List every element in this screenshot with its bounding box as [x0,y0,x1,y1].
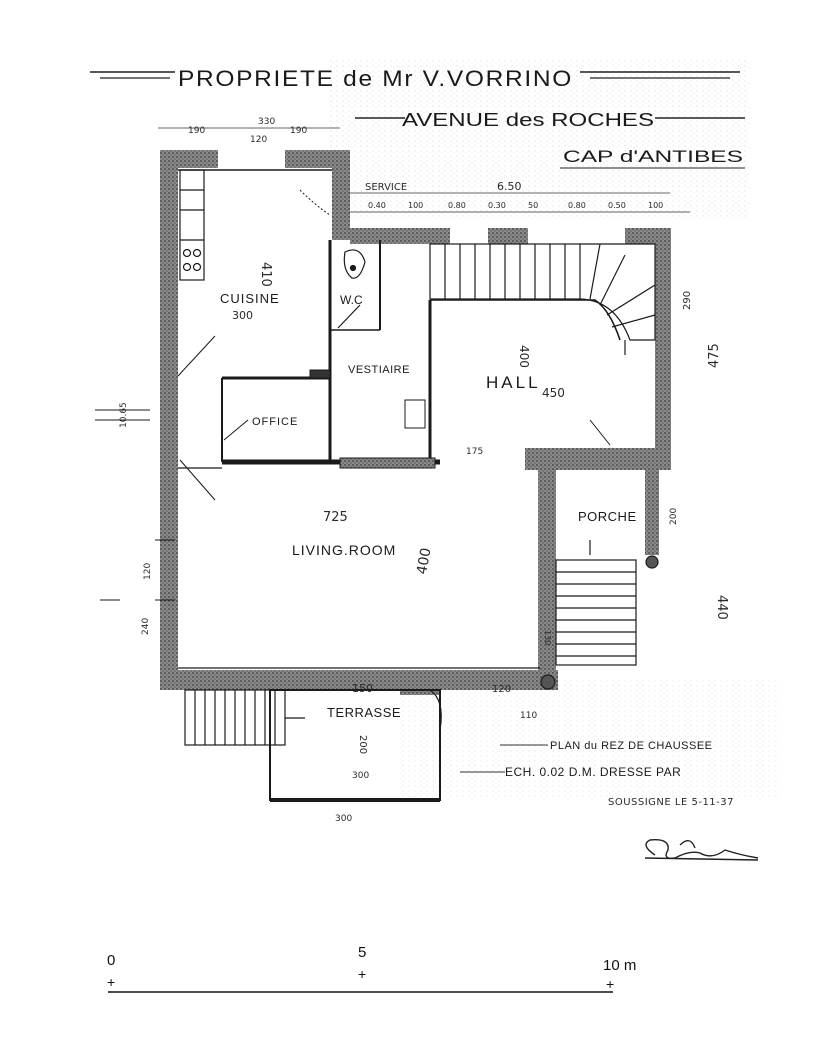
dim-bottom-110: 110 [520,711,537,721]
dim-porche-200: 200 [669,508,679,525]
kitchen-fixtures [179,169,205,281]
scale-label-0: 0 [107,952,115,969]
wc-fixture [337,249,366,329]
window-run-dim: 0.50 [608,201,626,210]
window-run-dim: 0.80 [448,201,466,210]
dim-bottom-150: 150 [352,682,373,695]
dim-porche-440: 440 [714,595,729,620]
street-text: AVENUE des ROCHES [402,110,654,130]
caption-line-3: SOUSSIGNE LE 5-11-37 [608,797,734,808]
dim-left-240: 240 [141,618,151,635]
dim-service-650: 6.50 [497,180,522,193]
window-run-dim: 0.40 [368,201,386,210]
room-living: LIVING.ROOM [292,542,396,558]
dim-living-400: 400 [414,547,434,576]
hall-fixtures [309,369,611,469]
room-office: OFFICE [252,416,298,428]
kitchen-door [177,189,331,377]
room-porche: PORCHE [578,509,637,524]
window-run-dims: 0.40 100 0.80 0.30 50 0.80 0.50 100 [368,201,663,210]
scale-bar: 0 + 5 + 10 m + [107,944,636,993]
town-text: CAP d'ANTIBES [563,147,743,166]
title-text: PROPRIETE de Mr V.VORRINO [178,66,573,91]
caption-line-2: ECH. 0.02 D.M. DRESSE PAR [505,765,681,779]
room-hall: HALL [486,373,541,392]
dim-terrasse-300a: 300 [352,771,369,781]
caption: PLAN du REZ DE CHAUSSEE ECH. 0.02 D.M. D… [460,740,734,808]
window-run-dim: 100 [648,201,663,210]
scale-tick-10: + [606,976,614,992]
top-dimensions: 190 330 190 120 SERVICE 6.50 0.40 100 0.80… [158,117,690,213]
dim-hall-450: 450 [542,386,565,400]
scale-tick-0: + [107,974,115,990]
porch-stairs [540,540,659,690]
terrace-stairs [184,689,442,802]
dim-stair-130: 130 [543,630,552,645]
caption-line-1: PLAN du REZ DE CHAUSSEE [550,740,713,752]
scale-label-10: 10 m [603,957,636,974]
room-vestiaire: VESTIAIRE [348,364,410,376]
office-door [179,419,249,501]
dim-cuisine-410: 410 [258,262,273,287]
dim-330: 330 [258,117,275,127]
scale-label-5: 5 [358,944,366,961]
dim-left-1065: 10.65 [119,402,129,428]
dim-hall-475: 475 [707,343,722,368]
noise-band-bottom [400,680,780,800]
exterior-walls [160,150,671,695]
room-terrasse: TERRASSE [327,705,401,720]
dim-hall-290: 290 [682,291,693,310]
dim-terrasse-300b: 300 [335,814,352,824]
service-label: SERVICE [365,182,407,193]
left-annotations [95,409,175,601]
dim-hall-400: 400 [517,345,531,368]
dim-living-725: 725 [323,510,348,525]
dim-120: 120 [250,135,267,145]
window-run-dim: 0.30 [488,201,506,210]
dim-terrasse-200: 200 [357,735,368,754]
dim-190-b: 190 [290,126,307,136]
room-cuisine: CUISINE [220,291,280,306]
staircase [429,243,656,355]
interior-partitions [178,169,540,669]
scale-tick-5: + [358,966,366,982]
room-wc: W.C [340,293,363,307]
window-run-dim: 0.80 [568,201,586,210]
window-run-dim: 100 [408,201,423,210]
window-run-dim: 50 [528,201,538,210]
room-labels: CUISINE 410 300 W.C VESTIAIRE HALL 400 4… [119,262,729,824]
dim-hall-175: 175 [466,447,483,457]
signature [644,839,759,861]
dim-bottom-120: 120 [492,684,511,695]
dim-190-a: 190 [188,126,205,136]
dim-left-120: 120 [143,563,153,580]
dim-cuisine-300: 300 [232,309,253,322]
header: PROPRIETE de Mr V.VORRINO AVENUE des ROC… [90,66,745,169]
